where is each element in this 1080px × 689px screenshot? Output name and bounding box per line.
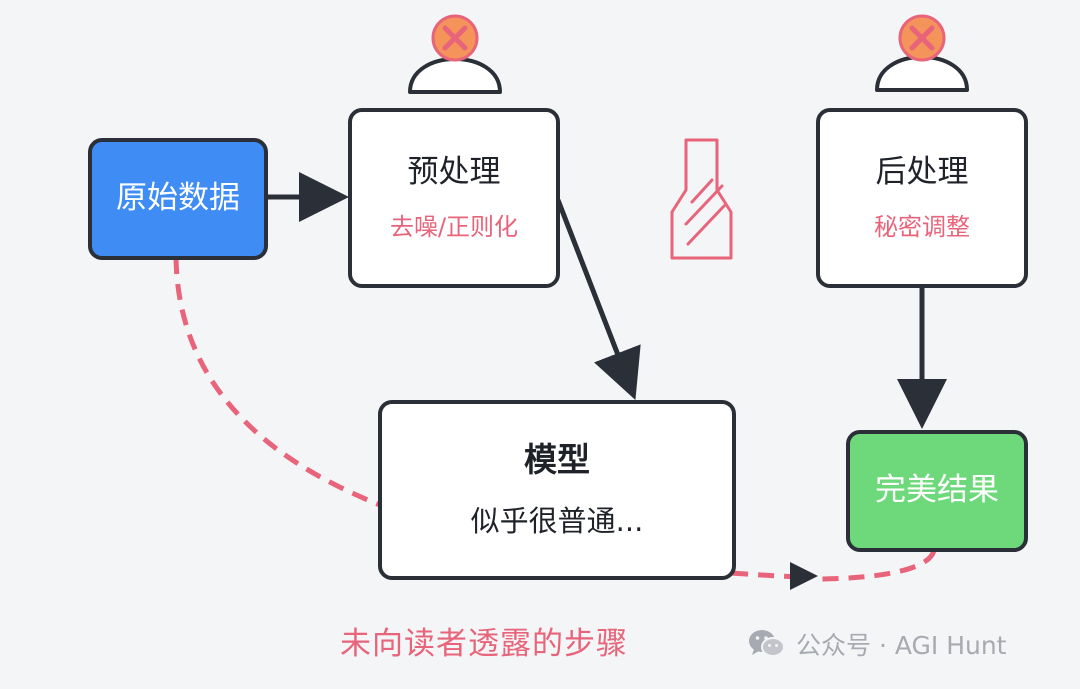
- preprocess-title: 预处理: [407, 154, 501, 190]
- model-title: 模型: [524, 440, 590, 480]
- raw-data-node: 原始数据: [88, 138, 268, 260]
- watermark: 公众号 · AGI Hunt: [748, 626, 1007, 662]
- model-node: 模型 似乎很普通...: [378, 400, 736, 580]
- watermark-text: 公众号 · AGI Hunt: [796, 631, 1007, 660]
- caption-text: 未向读者透露的步骤: [340, 626, 628, 662]
- wechat-icon: [749, 630, 785, 657]
- result-label: 完美结果: [875, 472, 999, 509]
- postprocess-subtitle: 秘密调整: [874, 213, 970, 242]
- hidden-path-curve: [821, 549, 937, 582]
- raw-data-label: 原始数据: [116, 180, 240, 217]
- preprocess-node: 预处理 去噪/正则化: [348, 108, 560, 288]
- preprocess-subtitle: 去噪/正则化: [389, 213, 519, 242]
- postprocess-title: 后处理: [875, 154, 969, 190]
- hidden-observer-icon: [408, 14, 502, 94]
- secret-glass-icon: [670, 138, 733, 260]
- arrow-preprocess-to-model: [555, 199, 641, 400]
- postprocess-node: 后处理 秘密调整: [816, 108, 1028, 288]
- model-body: 似乎很普通...: [470, 503, 644, 538]
- hidden-observer-icon: [875, 14, 969, 92]
- arrow-into-model-path: [790, 562, 818, 590]
- result-node: 完美结果: [846, 430, 1028, 552]
